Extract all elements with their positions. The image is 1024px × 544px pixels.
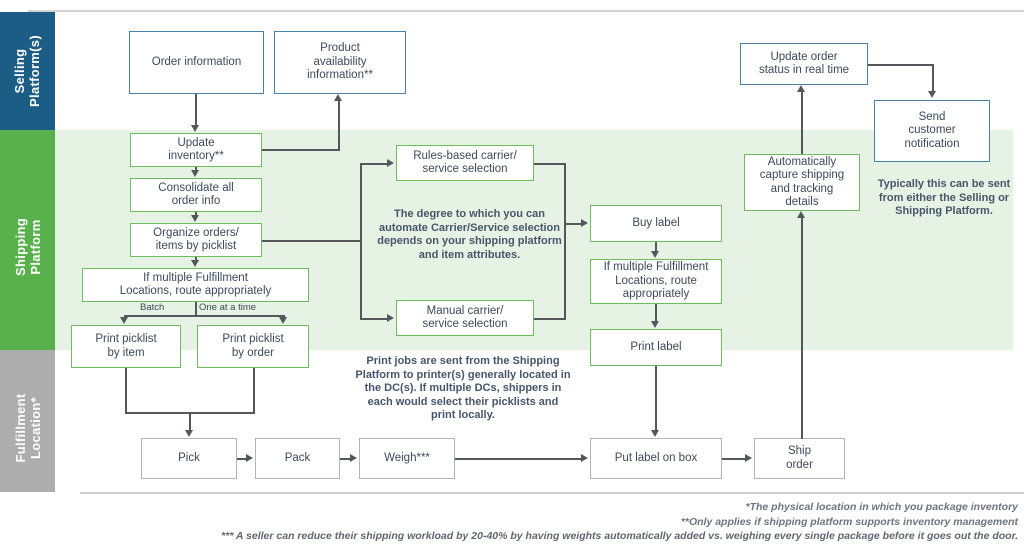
edge-label-one-at-a-time: One at a time bbox=[199, 302, 257, 313]
edge-merge-to-pick bbox=[189, 412, 191, 431]
lane-label-fulfillment: Fulfillment Location* bbox=[13, 393, 43, 463]
node-manual-carrier[interactable]: Manual carrier/ service selection bbox=[396, 300, 534, 336]
edge-order-down bbox=[253, 368, 255, 413]
edge-update-to-product-v bbox=[338, 101, 340, 150]
edge-update-to-consolidate bbox=[195, 167, 197, 171]
edge-carrier-bus-bottom bbox=[360, 318, 388, 320]
arrowhead-status-to-notification bbox=[928, 91, 936, 98]
edge-status-to-notification-v bbox=[932, 64, 934, 92]
edge-update-to-product-h bbox=[262, 149, 340, 151]
edge-item-down bbox=[125, 368, 127, 413]
lane-band-selling bbox=[0, 12, 55, 130]
arrowhead-to-print-by-order bbox=[279, 317, 287, 324]
node-product-availability[interactable]: Product availability information** bbox=[274, 31, 406, 94]
arrowhead-to-rules-based bbox=[387, 159, 394, 167]
edge-manual-to-merge bbox=[534, 318, 566, 320]
annotation-carrier-selection: The degree to which you can automate Car… bbox=[377, 208, 562, 261]
lane-label-selling: Selling Platform(s) bbox=[12, 35, 42, 107]
edge-carrier-bus-v bbox=[360, 163, 362, 318]
arrowhead-to-buy-label bbox=[581, 219, 588, 227]
edge-label-batch: Batch bbox=[140, 302, 165, 313]
edge-organize-to-carrier-h bbox=[262, 240, 362, 242]
footnotes: *The physical location in which you pack… bbox=[18, 500, 1018, 544]
edge-auto-capture-to-update-status bbox=[801, 92, 803, 154]
arrowhead-order-to-update bbox=[191, 125, 199, 132]
node-send-customer-notification[interactable]: Send customer notification bbox=[874, 100, 990, 162]
edge-pack-to-weigh bbox=[340, 458, 351, 460]
bottom-divider-rule bbox=[80, 492, 1024, 494]
arrowhead-to-manual-carrier bbox=[387, 314, 394, 322]
arrowhead-to-print-by-item bbox=[120, 317, 128, 324]
node-consolidate-order-info[interactable]: Consolidate all order info bbox=[130, 178, 262, 212]
lane-label-shipping: Shipping Platform bbox=[13, 218, 43, 276]
arrowhead-ship-to-auto-capture bbox=[797, 211, 805, 218]
node-pick[interactable]: Pick bbox=[141, 438, 237, 479]
edge-carrier-bus-top bbox=[360, 163, 388, 165]
arrowhead-consolidate-to-organize bbox=[191, 215, 199, 222]
edge-ship-to-auto-capture bbox=[801, 218, 803, 439]
top-divider-rule bbox=[28, 10, 1024, 12]
edge-buy-to-route bbox=[655, 242, 657, 252]
arrowhead-auto-capture-to-update-status bbox=[797, 85, 805, 92]
edge-route-split-bar bbox=[124, 315, 284, 317]
node-update-inventory[interactable]: Update inventory** bbox=[130, 133, 262, 167]
arrowhead-print-label-to-put-label bbox=[651, 430, 659, 437]
node-ship-order[interactable]: Ship order bbox=[754, 438, 845, 479]
edge-put-label-to-ship bbox=[722, 458, 745, 460]
edge-carrier-merge-v bbox=[564, 163, 566, 319]
arrowhead-update-to-consolidate bbox=[191, 170, 199, 177]
node-print-picklist-by-order[interactable]: Print picklist by order bbox=[197, 325, 309, 368]
annotation-notification: Typically this can be sent from either t… bbox=[877, 178, 1011, 217]
arrowhead-buy-to-route bbox=[651, 251, 659, 258]
arrowhead-to-pick bbox=[185, 430, 193, 437]
edge-status-to-notification-h bbox=[868, 64, 934, 66]
footnote-1: *The physical location in which you pack… bbox=[745, 501, 1018, 513]
lane-band-shipping bbox=[0, 130, 55, 350]
node-buy-label[interactable]: Buy label bbox=[590, 205, 722, 242]
node-order-information[interactable]: Order information bbox=[129, 31, 264, 94]
edge-print-label-to-put-label bbox=[655, 366, 657, 431]
arrowhead-route-to-print-label bbox=[651, 321, 659, 328]
node-weigh[interactable]: Weigh*** bbox=[359, 438, 455, 479]
node-route-right[interactable]: If multiple Fulfillment Locations, route… bbox=[590, 259, 722, 304]
edge-pick-to-pack bbox=[237, 458, 247, 460]
edge-rules-to-merge bbox=[534, 163, 566, 165]
arrowhead-weigh-to-put-label bbox=[581, 454, 588, 462]
edge-order-to-update bbox=[195, 94, 197, 126]
footnote-2: **Only applies if shipping platform supp… bbox=[680, 515, 1018, 528]
node-rules-based-carrier[interactable]: Rules-based carrier/ service selection bbox=[396, 145, 534, 181]
arrowhead-put-label-to-ship bbox=[745, 454, 752, 462]
node-route-left[interactable]: If multiple Fulfillment Locations, route… bbox=[82, 268, 309, 302]
edge-consolidate-to-organize bbox=[195, 212, 197, 216]
arrowhead-organize-to-route bbox=[191, 260, 199, 267]
node-auto-capture-tracking[interactable]: Automatically capture shipping and track… bbox=[744, 154, 860, 211]
edge-route-split-stem bbox=[195, 302, 197, 316]
lane-band-fulfillment bbox=[0, 350, 55, 492]
footnote-3: *** A seller can reduce their shipping w… bbox=[221, 530, 1018, 542]
arrowhead-pick-to-pack bbox=[246, 454, 253, 462]
edge-merge-to-buy-label bbox=[564, 223, 582, 225]
edge-weigh-to-put-label bbox=[455, 458, 581, 460]
node-put-label-on-box[interactable]: Put label on box bbox=[590, 438, 722, 479]
annotation-print-jobs: Print jobs are sent from the Shipping Pl… bbox=[355, 355, 571, 421]
node-print-label[interactable]: Print label bbox=[590, 329, 722, 366]
node-pack[interactable]: Pack bbox=[255, 438, 340, 479]
node-organize-orders[interactable]: Organize orders/ items by picklist bbox=[130, 223, 262, 257]
edge-organize-to-route bbox=[195, 257, 197, 261]
edge-route-to-print-label bbox=[655, 304, 657, 322]
arrowhead-pack-to-weigh bbox=[350, 454, 357, 462]
node-print-picklist-by-item[interactable]: Print picklist by item bbox=[71, 325, 181, 368]
node-update-order-status[interactable]: Update order status in real time bbox=[740, 43, 868, 85]
arrowhead-update-to-product bbox=[334, 94, 342, 101]
